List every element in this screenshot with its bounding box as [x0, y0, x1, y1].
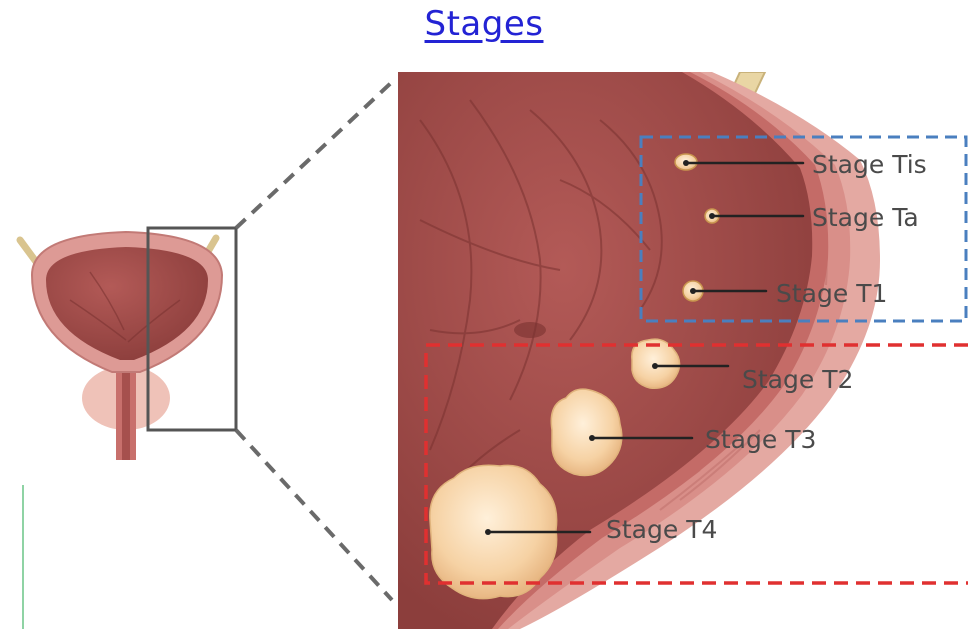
stage-label-tis: Stage Tis	[812, 150, 927, 179]
stage-label-ta: Stage Ta	[812, 203, 919, 232]
stage-label-t3: Stage T3	[705, 425, 816, 454]
zoom-connector-top	[236, 82, 392, 228]
zoom-connector-bottom	[236, 430, 392, 600]
bladder-wall-zoom	[398, 72, 880, 629]
stage-label-t4: Stage T4	[606, 515, 717, 544]
stage-label-t1: Stage T1	[776, 279, 887, 308]
bladder-overview-illustration	[20, 232, 222, 460]
stage-label-t2: Stage T2	[742, 365, 853, 394]
tumor-t3	[551, 389, 622, 475]
